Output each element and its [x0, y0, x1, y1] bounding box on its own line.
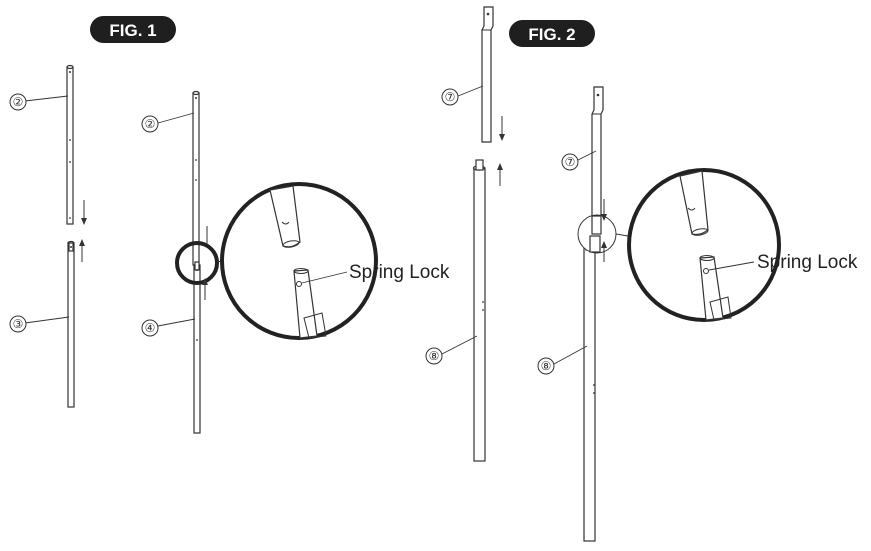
fig2-label: FIG. 2	[528, 25, 575, 44]
fig1-pole-3-exploded	[67, 240, 75, 408]
fig2-pole-7-assembled	[591, 86, 604, 229]
fig2-pole-7-exploded	[481, 6, 494, 143]
svg-text:②: ②	[145, 117, 156, 131]
svg-text:④: ④	[145, 321, 156, 335]
svg-text:⑦: ⑦	[445, 90, 456, 104]
fig1-zoom-detail	[220, 182, 378, 340]
fig1-label-2b: ②	[141, 112, 195, 133]
fig1-pole-2-assembled	[192, 90, 200, 266]
svg-text:⑦: ⑦	[565, 155, 576, 169]
fig2-pole-8-assembled	[583, 239, 596, 542]
fig2-down-arrow	[499, 116, 505, 141]
fig1-label-2a: ②	[9, 93, 69, 111]
svg-text:⑧: ⑧	[429, 349, 440, 363]
svg-text:⑧: ⑧	[541, 359, 552, 373]
fig2-up-arrow	[497, 163, 503, 186]
fig2-label-8b: ⑧	[537, 345, 588, 375]
fig1-label: FIG. 1	[109, 21, 156, 40]
fig2-label-7b: ⑦	[561, 150, 597, 171]
svg-text:③: ③	[13, 317, 24, 331]
fig1-down-arrow	[81, 200, 87, 225]
fig2-zoom-detail	[627, 168, 781, 322]
fig2-badge: FIG. 2	[509, 20, 595, 47]
fig1-pole-4-assembled	[193, 261, 201, 434]
fig1-badge: FIG. 1	[90, 16, 176, 43]
fig1-spring-lock-label: Spring Lock	[349, 262, 450, 283]
fig2-label-7a: ⑦	[441, 85, 484, 106]
fig2-label-8a: ⑧	[425, 335, 478, 365]
fig1-pole-2-exploded	[66, 64, 74, 225]
fig1-joint-ring	[175, 241, 219, 285]
fig1-label-4: ④	[141, 318, 196, 337]
svg-text:②: ②	[13, 95, 24, 109]
fig2-pole-8-exploded	[472, 159, 486, 462]
fig2-spring-lock-label: Spring Lock	[757, 252, 858, 273]
fig1-up-arrow	[79, 239, 85, 262]
fig1-label-3: ③	[9, 315, 70, 333]
